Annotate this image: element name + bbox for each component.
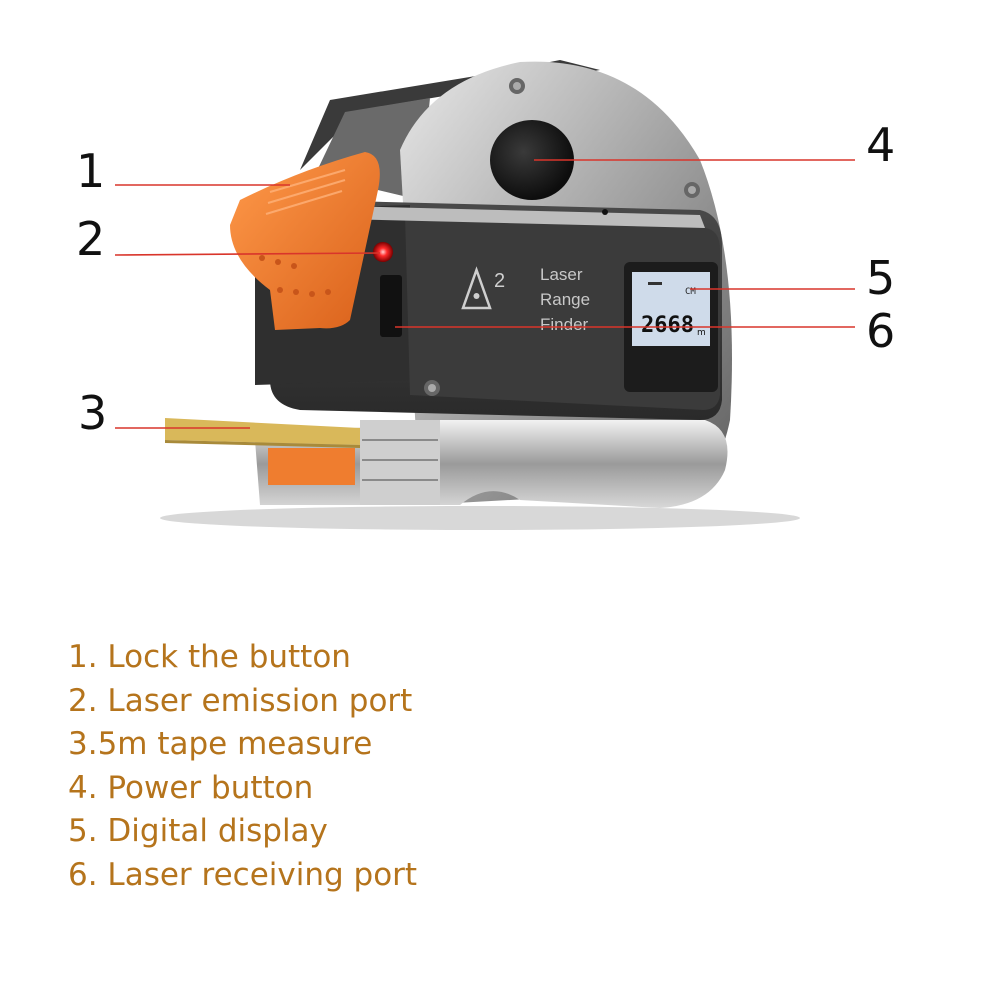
lcd-reading: 2668 [641,313,694,338]
drop-shadow [160,506,800,530]
callout-lines [114,159,855,429]
laser-emission-port [373,242,393,262]
legend-item-laser-receiving-port: 6. Laser receiving port [68,856,418,893]
laser-tape-measure-illustration: 2 Laser Range Finder CM 2668 m [114,60,855,530]
laser-class-label: 2 [494,270,505,292]
callout-number-2: 2 [76,212,106,266]
power-button-lens [490,120,574,200]
tape-blade-edge [165,440,360,448]
callout-number-4: 4 [866,118,896,172]
top-band [300,205,705,228]
laser-warning-icon [461,266,492,310]
legend-item-lock-button: 1. Lock the button [68,639,351,675]
lcd-status-bar [648,282,662,285]
callout-line-2 [114,252,381,256]
callout-number-3: 3 [78,386,108,440]
legend-item-power-button: 4. Power button [68,769,314,806]
lcd-mode-icon: CM [685,287,696,297]
lock-button-dots [259,255,331,297]
laser-receiving-port [380,275,402,337]
legend-item-digital-display: 5. Digital display [68,813,328,849]
legend-list: 1. Lock the button 2. Laser emission por… [68,636,768,897]
device-label-line-3: Finder [540,315,589,334]
legend-item-tape-measure: 3.5m tape measure [68,726,373,762]
lock-button-grip [265,169,346,215]
callout-number-1: 1 [76,144,106,198]
lock-button [230,152,380,330]
mic-hole [602,209,608,215]
device-label-line-1: Laser [540,265,583,284]
device-label-line-2: Range [540,290,590,309]
callout-number-6: 6 [866,304,896,358]
tape-blade [165,418,360,445]
callout-number-5: 5 [866,251,896,305]
lcd-screen [632,272,710,346]
lcd-unit: m [697,328,706,338]
tape-hook-slot [268,448,355,485]
legend-item-laser-emission-port: 2. Laser emission port [68,682,413,719]
bottom-grip [360,420,440,505]
bottom-grip-ridges [362,439,438,481]
